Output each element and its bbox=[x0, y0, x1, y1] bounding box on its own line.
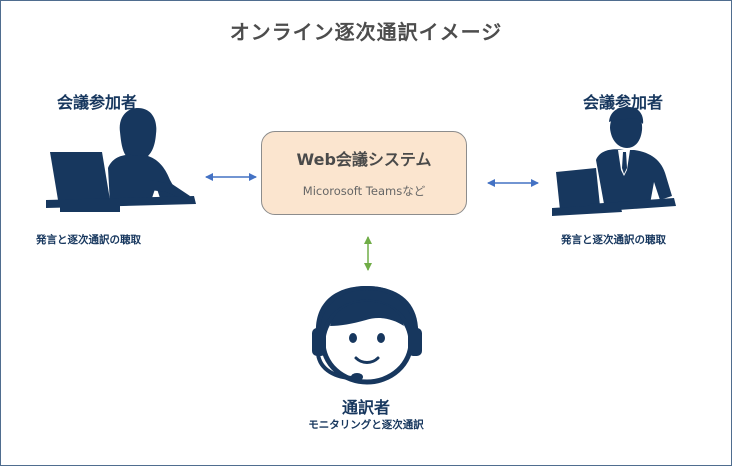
web-system-title: Web会議システム bbox=[296, 150, 432, 169]
right-participant-caption: 発言と逐次通訳の聴取 bbox=[561, 234, 666, 246]
headset-person-icon bbox=[312, 285, 422, 385]
web-system-subtitle: Micorosoft Teamsなど bbox=[302, 184, 426, 198]
interpreter-caption: モニタリングと逐次通訳 bbox=[308, 419, 424, 431]
web-conference-system-box: Web会議システム Micorosoft Teamsなど bbox=[261, 131, 467, 215]
right-participant-label: 会議参加者 bbox=[583, 93, 664, 112]
man-at-laptop-icon bbox=[552, 106, 676, 216]
left-participant-caption: 発言と逐次通訳の聴取 bbox=[36, 234, 141, 246]
left-participant-label: 会議参加者 bbox=[57, 93, 138, 112]
woman-at-laptop-icon bbox=[46, 108, 196, 212]
interpreter-label: 通訳者 bbox=[341, 398, 390, 417]
diagram-title: オンライン逐次通訳イメージ bbox=[229, 20, 503, 44]
